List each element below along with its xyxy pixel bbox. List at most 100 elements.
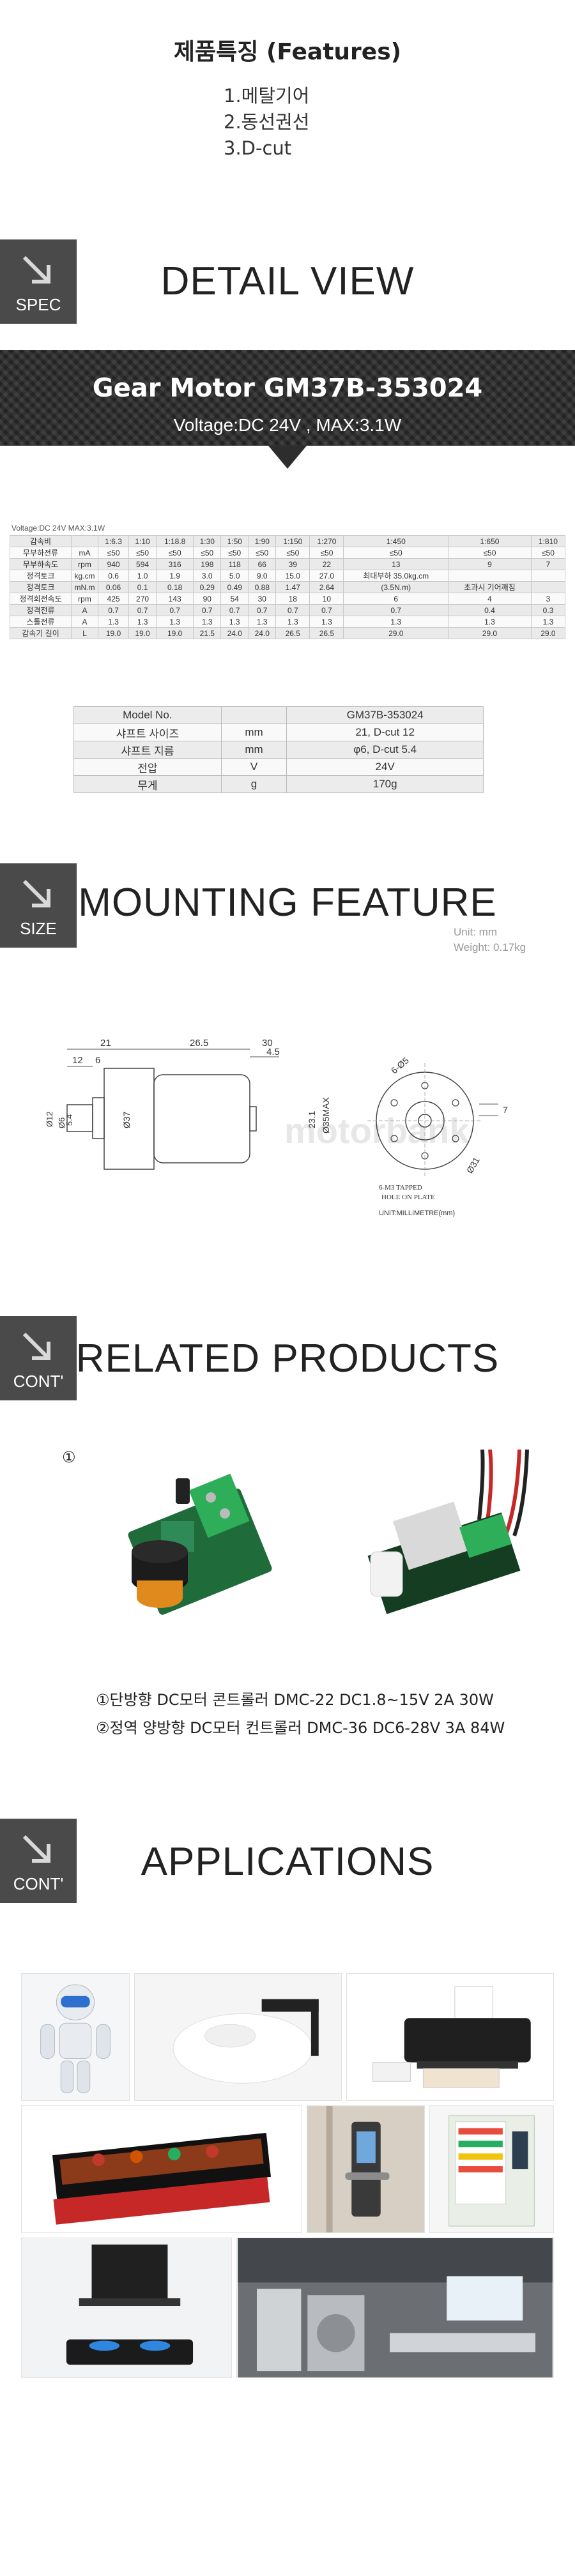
spec-table-cell: 30 (248, 593, 277, 605)
dim-label: 23.1 (307, 1111, 317, 1128)
bidirectional-controller-image (367, 1450, 529, 1614)
spec-tab: SPEC (0, 239, 77, 324)
spec-table-cell: 2.64 (309, 581, 344, 593)
spec-table-cell: 39 (275, 558, 310, 570)
terminal-block (188, 1473, 250, 1538)
mount-hole (452, 1135, 459, 1142)
dim-label: 4.5 (266, 1047, 280, 1057)
spec-table-cell: 9 (448, 558, 532, 570)
spec-table-cell: ≤50 (97, 547, 130, 559)
drawing-note: HOLE ON PLATE (381, 1193, 435, 1201)
spec-table-cell: 1.3 (193, 616, 222, 628)
arrow-down-right-icon (22, 255, 50, 284)
spec-table-cell: 1:30 (193, 535, 222, 547)
related-products-list: ①단방향 DC모터 콘트롤러 DMC-22 DC1.8~15V 2A 30W ②… (96, 1686, 505, 1742)
drawing-motor (153, 1074, 250, 1163)
heatsink (393, 1501, 470, 1570)
spec-table-cell: 0.18 (156, 581, 194, 593)
spec-table-cell: 13 (343, 558, 449, 570)
spec-table-cell: 90 (193, 593, 222, 605)
gear-motor-banner (0, 350, 575, 446)
model-table-cell: 170g (286, 775, 484, 793)
spec-table-cell (448, 570, 532, 582)
spec-table-cell: 0.6 (97, 570, 130, 582)
spec-table-cell: 0.7 (343, 604, 449, 616)
spec-table-cell: 초과시 기어깨짐 (448, 581, 532, 593)
dim-label: Ø12 (45, 1111, 54, 1127)
spec-table-cell: 1.0 (128, 570, 157, 582)
model-table-cell: φ6, D-cut 5.4 (286, 741, 484, 759)
spec-table-cell: A (71, 616, 98, 628)
spec-table-cell: 1.47 (275, 581, 310, 593)
spec-table-cell: 1:18.8 (156, 535, 194, 547)
spec-table-cell: rpm (71, 558, 98, 570)
dim-label: 7 (503, 1105, 508, 1115)
spec-table-cell: 0.06 (97, 581, 130, 593)
drawing-unit-note: UNIT:MILLIMETRE(mm) (379, 1209, 455, 1217)
spec-table-cell: ≤50 (530, 547, 566, 559)
related-products-title: RELATED PRODUCTS (75, 1337, 500, 1381)
spec-table-cell: 정격전류 (10, 604, 72, 616)
spec-table-cell: mA (71, 547, 98, 559)
related-product-item[interactable]: ②정역 양방향 DC모터 컨트롤러 DMC-36 DC6-28V 3A 84W (96, 1719, 505, 1737)
dim-label: Ø37 (121, 1111, 132, 1128)
applications-tab: CONT' (0, 1819, 77, 1903)
spec-table-cell: 21.5 (193, 627, 222, 639)
spec-table-cell: 스톨전류 (10, 616, 72, 628)
spec-voltage-note: Voltage:DC 24V MAX:3.1W (12, 524, 105, 533)
robot-image (21, 1973, 130, 2101)
grill-image (21, 2105, 302, 2233)
mounting-feature-title: MOUNTING FEATURE (78, 881, 497, 925)
spec-table-cell: A (71, 604, 98, 616)
spec-table-cell (530, 581, 566, 593)
spec-table-cell: 0.7 (309, 604, 344, 616)
spec-table-cell: ≤50 (309, 547, 344, 559)
feature-item: 2.동선권선 (224, 111, 310, 133)
model-table-cell (220, 706, 288, 724)
applications-title: APPLICATIONS (141, 1840, 434, 1884)
spec-table-cell (530, 570, 566, 582)
model-table-cell: GM37B-353024 (286, 706, 484, 724)
model-table-cell: 샤프트 사이즈 (73, 724, 222, 741)
spec-table-cell: 0.4 (448, 604, 532, 616)
spec-table-cell: 940 (97, 558, 130, 570)
dim-label: 21 (100, 1038, 111, 1049)
spec-table-cell: 1.3 (275, 616, 310, 628)
spec-table-cell: 최대부하 35.0kg.cm (343, 570, 449, 582)
spec-table-cell: 24.0 (220, 627, 249, 639)
applications-tab-label: CONT' (13, 1874, 64, 1893)
dim-label: 26.5 (190, 1038, 208, 1049)
dim-label: Ø31 (464, 1155, 482, 1175)
arrow-down-right-icon (22, 1835, 50, 1863)
drawing-note: 6-M3 TAPPED (379, 1184, 422, 1192)
spec-table-cell: kg.cm (71, 570, 98, 582)
dim-label: Ø35MAX (321, 1097, 331, 1133)
dim-label: 30 (262, 1038, 273, 1049)
spec-table-cell: 0.7 (193, 604, 222, 616)
unit-note: Unit: mm (454, 926, 497, 938)
model-table-cell: 21, D-cut 12 (286, 724, 484, 741)
spec-table-cell: 18 (275, 593, 310, 605)
mount-hole (390, 1135, 398, 1142)
spec-table-cell: 6 (343, 593, 449, 605)
spec-table-cell: 1:810 (530, 535, 566, 547)
spec-table-cell: 1.3 (448, 616, 532, 628)
model-table-cell: V (220, 758, 288, 776)
model-table-cell: mm (220, 724, 288, 741)
spec-table-cell: 0.29 (193, 581, 222, 593)
related-tab-label: CONT' (13, 1372, 64, 1391)
door-lock-image (307, 2105, 425, 2233)
spec-table-cell: 1.3 (343, 616, 449, 628)
mounting-drawing: motorbank 21 26.5 30 12 6 4.5 Ø12 Ø6 5.4… (45, 1038, 508, 1217)
spec-table-cell: 1:6.3 (97, 535, 130, 547)
spec-table-cell: 1.9 (156, 570, 194, 582)
related-product-item[interactable]: ①단방향 DC모터 콘트롤러 DMC-22 DC1.8~15V 2A 30W (96, 1691, 494, 1709)
mount-hole (390, 1099, 398, 1107)
spec-table-cell: 54 (220, 593, 249, 605)
